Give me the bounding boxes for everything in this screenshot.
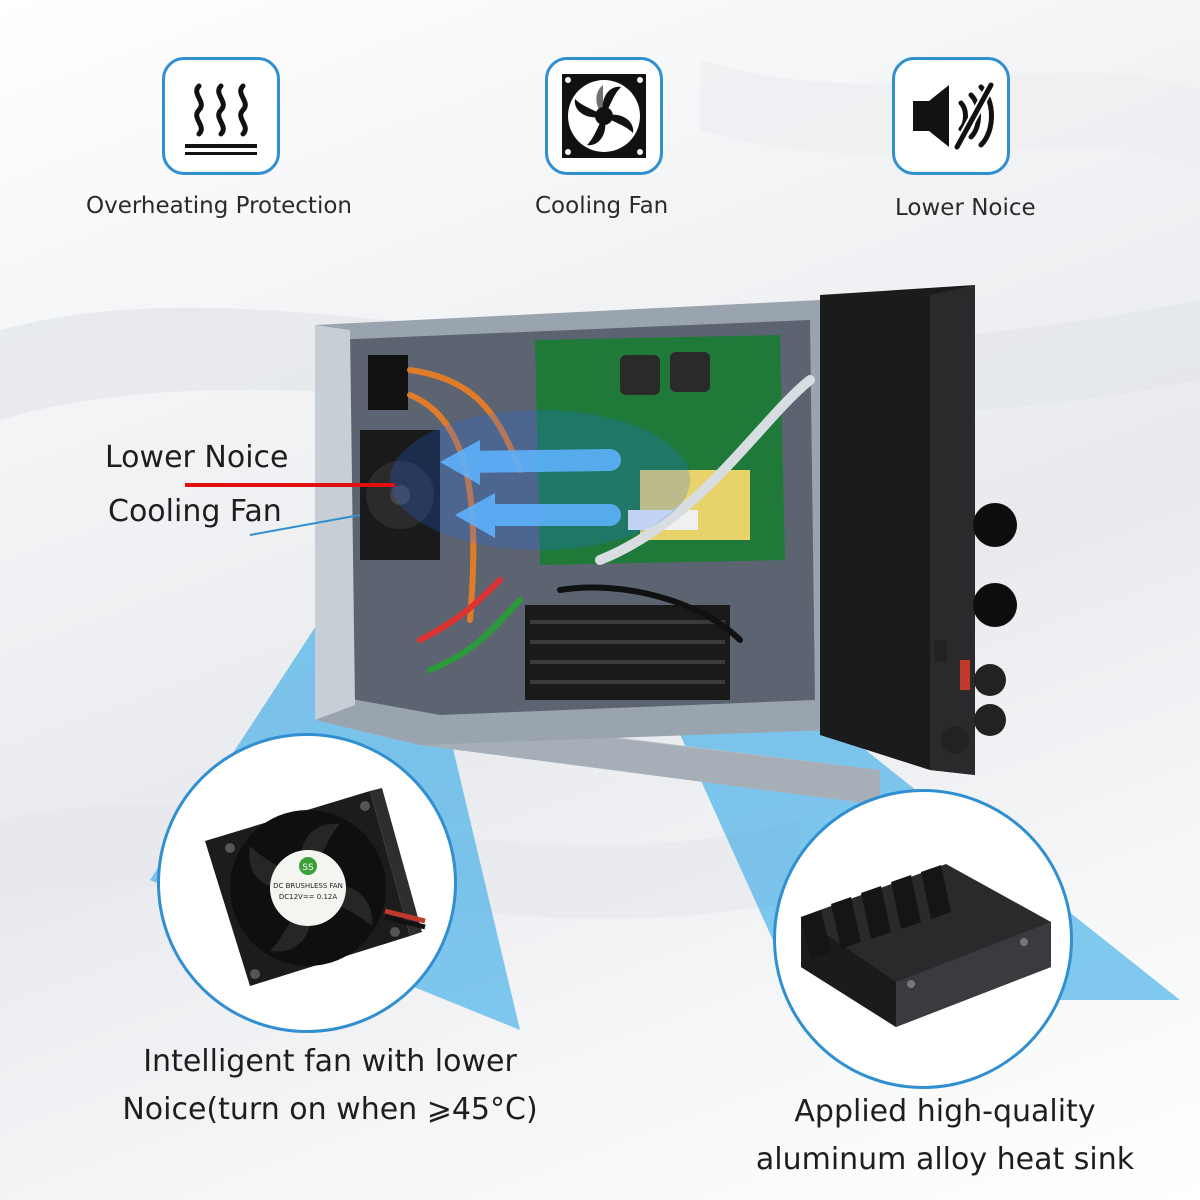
heatsink-detail-circle [773, 789, 1073, 1089]
feature-overheating [162, 57, 280, 175]
sink-caption: Applied high-quality aluminum alloy heat… [735, 1088, 1155, 1184]
cooling-fan-image: SS DC BRUSHLESS FAN DC12V== 0.12A [205, 788, 426, 986]
callout-cooling-fan: Cooling Fan [108, 494, 282, 529]
sink-caption-line2: aluminum alloy heat sink [755, 1142, 1135, 1177]
callout-lower-noice: Lower Noice [105, 440, 289, 475]
feature-lower-noise [892, 57, 1010, 175]
feature-cooling-fan [545, 57, 663, 175]
fan-caption-line2: Noice(turn on when ⩾45°C) [122, 1092, 538, 1127]
internal-heatsink [525, 605, 730, 700]
fan-icon [562, 74, 646, 158]
sink-caption-line1: Applied high-quality [794, 1094, 1096, 1129]
feature-label-cooling-fan: Cooling Fan [535, 193, 669, 219]
fan-label-line2: DC12V== 0.12A [279, 893, 338, 901]
heat-sink-image [801, 864, 1051, 1027]
fan-detail-circle: SS DC BRUSHLESS FAN DC12V== 0.12A [157, 733, 457, 1033]
feature-label-overheating: Overheating Protection [86, 193, 352, 219]
feature-label-lower-noise: Lower Noice [895, 195, 1036, 221]
fan-caption: Intelligent fan with lower Noice(turn on… [100, 1038, 560, 1134]
fan-brand: SS [302, 863, 314, 873]
speaker-mute-icon [913, 82, 995, 150]
fan-label-line1: DC BRUSHLESS FAN [273, 882, 343, 890]
heat-waves-icon [185, 83, 257, 155]
fan-caption-line1: Intelligent fan with lower [143, 1044, 517, 1079]
